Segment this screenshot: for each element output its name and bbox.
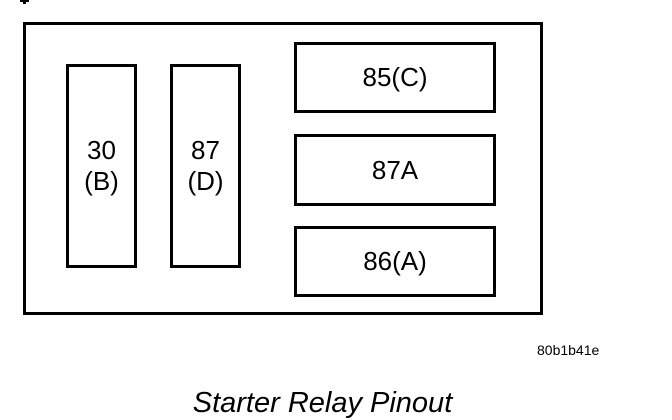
pin-30-b: 30 (B): [66, 64, 137, 268]
pin-87a: 87A: [294, 134, 496, 206]
pin-30-b-number: 30: [87, 135, 116, 165]
figure-code: 80b1b41e: [537, 342, 600, 358]
pin-85-c-label: 85(C): [362, 62, 428, 92]
pin-30-b-letter: (B): [84, 166, 119, 196]
cropped-text-artifact: [20, 0, 29, 4]
pin-87-d-letter: (D): [187, 166, 224, 196]
pin-86-a-label: 86(A): [363, 246, 427, 276]
pin-30-b-label: 30 (B): [84, 135, 119, 197]
figure-caption: Starter Relay Pinout: [192, 387, 453, 419]
pin-87-d-label: 87 (D): [187, 135, 223, 197]
pin-87a-label: 87A: [371, 154, 419, 185]
pin-87-d: 87 (D): [170, 64, 241, 268]
relay-body-outline: 30 (B) 87 (D) 85(C) 87A 86(A): [23, 22, 543, 315]
pin-86-a: 86(A): [294, 226, 496, 297]
pin-85-c: 85(C): [294, 42, 496, 113]
pin-87-d-number: 87: [191, 135, 220, 165]
